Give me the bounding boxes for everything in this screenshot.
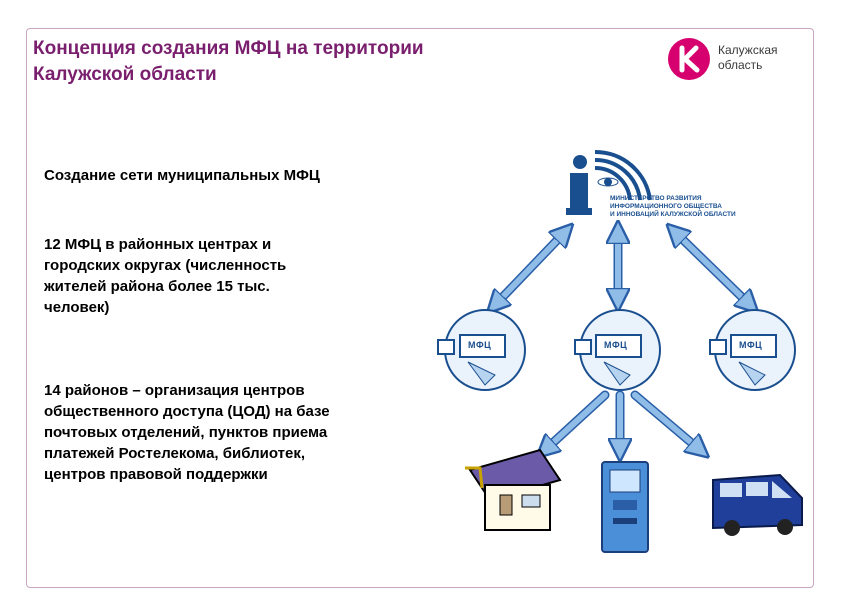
mfc-building-icon (575, 310, 660, 390)
text-line: 14 районов – организация центров (44, 380, 434, 401)
mfc-label-center: МФЦ (604, 340, 627, 350)
ministry-label: МИНИСТЕРСТВО РАЗВИТИЯ ИНФОРМАЦИОННОГО ОБ… (610, 195, 736, 219)
title-line-1: Концепция создания МФЦ на территории (33, 36, 553, 62)
logo-line-2: область (718, 58, 778, 73)
logo-text: Калужская область (718, 43, 778, 73)
mfc-building-icon (710, 310, 795, 390)
text-line: городских округах (численность (44, 255, 434, 276)
ministry-line-3: И ИННОВАЦИЙ КАЛУЖСКОЙ ОБЛАСТИ (610, 211, 736, 219)
text-line: общественного доступа (ЦОД) на базе (44, 401, 434, 422)
mfc-network-diagram: МИНИСТЕРСТВО РАЗВИТИЯ ИНФОРМАЦИОННОГО ОБ… (430, 150, 814, 560)
text-line: 12 МФЦ в районных центрах и (44, 234, 434, 255)
payment-kiosk-icon (602, 462, 648, 552)
text-line: Создание сети муниципальных МФЦ (44, 165, 434, 186)
ministry-line-1: МИНИСТЕРСТВО РАЗВИТИЯ (610, 195, 736, 203)
mfc-label-left: МФЦ (468, 340, 491, 350)
mfc-label-right: МФЦ (739, 340, 762, 350)
text-line: жителей района более 15 тыс. (44, 276, 434, 297)
minibus-icon (713, 475, 802, 536)
kaluga-k-logo-icon (668, 38, 710, 80)
text-line: человек) (44, 297, 434, 318)
kaluga-region-logo: Калужская область (668, 38, 798, 82)
logo-line-1: Калужская (718, 43, 778, 58)
bullet-14-districts: 14 районов – организация центров обществ… (44, 380, 434, 485)
post-office-icon (465, 450, 560, 530)
title-line-2: Калужской области (33, 62, 553, 88)
ministry-line-2: ИНФОРМАЦИОННОГО ОБЩЕСТВА (610, 203, 736, 211)
bullet-12-mfc: 12 МФЦ в районных центрах и городских ок… (44, 234, 434, 318)
text-line: почтовых отделений, пунктов приема (44, 422, 434, 443)
bullet-municipal-network: Создание сети муниципальных МФЦ (44, 165, 434, 186)
mfc-building-icon (438, 310, 525, 390)
text-line: платежей Ростелекома, библиотек, (44, 443, 434, 464)
text-line: центров правовой поддержки (44, 464, 434, 485)
page-title: Концепция создания МФЦ на территории Кал… (33, 36, 553, 88)
